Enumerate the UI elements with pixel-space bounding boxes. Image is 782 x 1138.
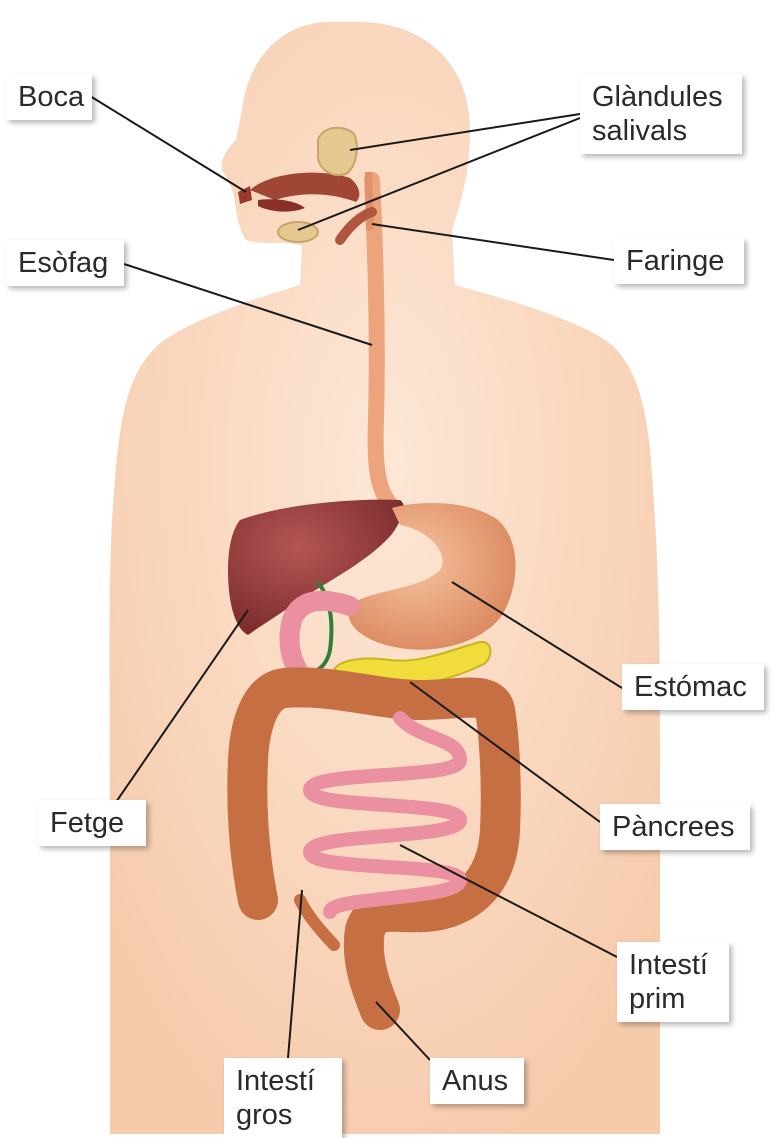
parotid-gland xyxy=(318,128,357,175)
label-boca: Boca xyxy=(6,74,92,120)
label-faringe: Faringe xyxy=(614,238,744,284)
leader-boca xyxy=(90,96,246,192)
label-intesti-prim: Intestí prim xyxy=(617,942,729,1022)
label-esofag: Esòfag xyxy=(6,240,124,286)
label-anus: Anus xyxy=(430,1058,524,1104)
label-glandules-salivals: Glàndules salivals xyxy=(580,74,742,154)
label-fetge: Fetge xyxy=(38,800,146,846)
label-pancrees: Pàncrees xyxy=(600,804,750,850)
label-intesti-gros: Intestí gros xyxy=(224,1058,342,1138)
label-estomac: Estómac xyxy=(622,664,764,710)
